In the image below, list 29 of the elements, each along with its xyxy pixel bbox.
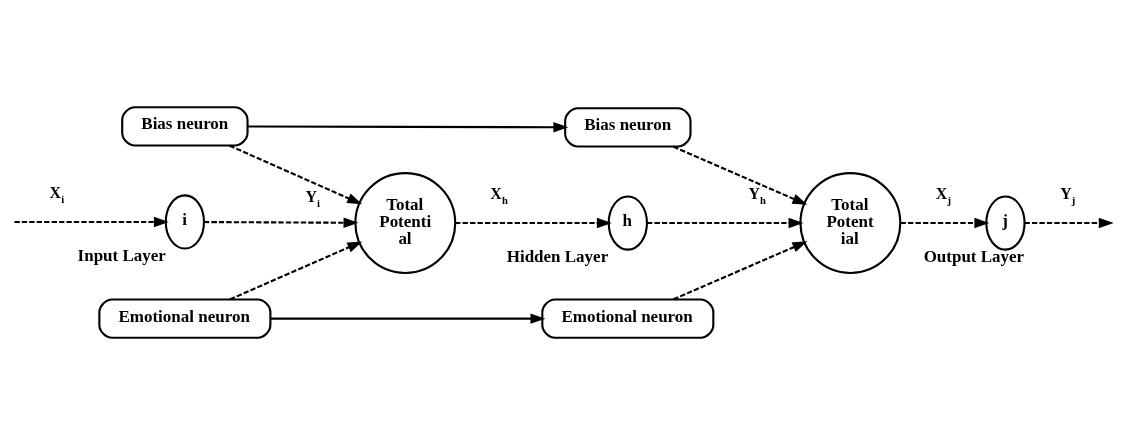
node-box: Emotional neuron [98, 298, 272, 339]
node-box: Emotional neuron [541, 298, 715, 339]
edge-label: Y$_{i}$ [305, 187, 321, 210]
node-circle: Total Potent ial [799, 172, 902, 274]
node-box: Bias neuron [121, 106, 249, 147]
node-ellipse: h [607, 195, 648, 251]
node-box: Bias neuron [564, 107, 692, 148]
arrow [270, 313, 546, 324]
arrow [229, 241, 363, 301]
node-ellipse: i [164, 194, 206, 250]
edge-label: Y$_{j}$ [1060, 184, 1076, 207]
node-circle: Total Potenti al [354, 172, 457, 274]
node-ellipse: j [985, 195, 1026, 251]
arrow [229, 144, 363, 205]
arrow [673, 241, 808, 301]
arrow [14, 216, 169, 228]
arrow [1024, 217, 1114, 229]
edge-label: X$_{i}$ [49, 183, 65, 206]
arrow [647, 217, 804, 229]
edge-label: X$_{h}$ [490, 184, 508, 207]
node-label: Hidden Layer [506, 247, 609, 267]
arrow [247, 122, 569, 133]
edge-label: Y$_{h}$ [748, 184, 766, 207]
arrow [900, 217, 990, 229]
node-label: Input Layer [77, 246, 166, 266]
arrow [455, 217, 612, 229]
arrow [204, 217, 359, 228]
arrow [673, 145, 808, 205]
edge-label: X$_{j}$ [935, 184, 952, 207]
